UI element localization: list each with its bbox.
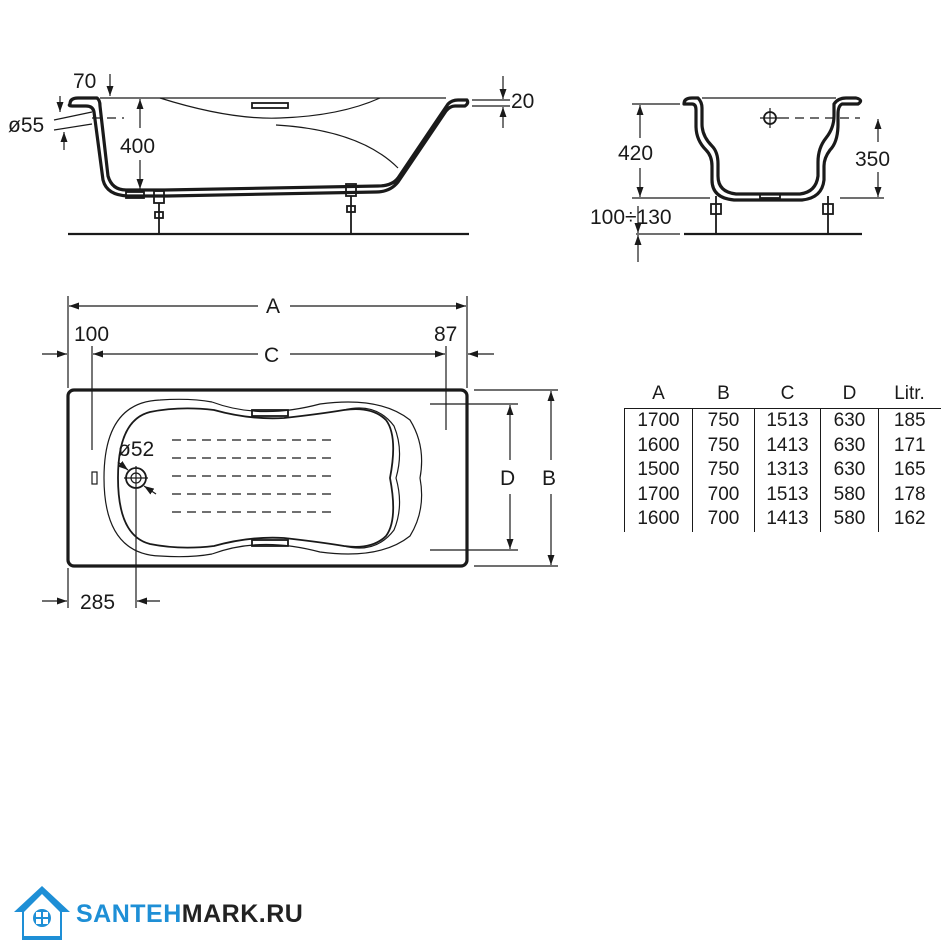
end-leg-height-label: 100÷130: [590, 206, 672, 229]
table-cell: 1600: [624, 507, 693, 532]
end-total-height-label: 420: [618, 142, 653, 165]
side-tub-outline: [67, 96, 470, 198]
plan-handle-top: [251, 409, 289, 417]
side-leg-left: [125, 190, 165, 233]
table-cell: 630: [820, 408, 879, 434]
side-overflow-diameter-label: ø55: [8, 114, 44, 137]
side-handle: [251, 102, 289, 109]
plan-head-margin-label: 100: [74, 323, 109, 346]
plan-handle-bottom: [251, 539, 289, 547]
table-header: A: [652, 383, 665, 404]
table-row: 1700 750 1513 630 185: [624, 408, 941, 434]
table-cell: 1513: [754, 408, 821, 434]
table-cell: 171: [878, 433, 941, 458]
brand-icon-spacer: [14, 886, 70, 942]
table-cell: 700: [692, 507, 755, 532]
table-cell: 580: [820, 482, 879, 507]
end-tub-outline: [682, 96, 863, 202]
plan-width-label: B: [542, 467, 556, 490]
dimension-spec-table: A B C D Litr. 1700 750 1513 630 185 1600…: [624, 380, 941, 532]
end-leg-right: [822, 196, 834, 233]
table-row: 1500 750 1313 630 165: [624, 458, 941, 483]
plan-inner-length-label: C: [264, 344, 279, 367]
side-armrest-curve: [159, 97, 381, 119]
table-header: D: [842, 383, 857, 404]
table-cell: 580: [820, 507, 879, 532]
table-cell: 1600: [624, 433, 693, 458]
table-cell: 700: [692, 482, 755, 507]
plan-length-label: A: [266, 295, 280, 318]
table-row: 1600 700 1413 580 162: [624, 507, 941, 532]
table-cell: 162: [878, 507, 941, 532]
table-row: 1700 700 1513 580 178: [624, 482, 941, 507]
plan-backrest-curve: [343, 407, 401, 549]
side-rim-thickness-label: 20: [511, 90, 534, 113]
table-header: Litr.: [894, 383, 925, 404]
plan-overflow: [91, 471, 98, 485]
end-view: 420 350 100÷130: [590, 96, 890, 262]
table-header-row: A B C D Litr.: [625, 380, 941, 409]
brand-name: SANTEHMARK.RU: [76, 900, 303, 929]
plan-rim-curve-top: [103, 398, 213, 479]
table-cell: 750: [692, 408, 755, 434]
brand-logo[interactable]: SANTEHMARK.RU: [14, 884, 303, 944]
plan-inner-width-label: D: [500, 467, 515, 490]
table-cell: 1313: [754, 458, 821, 483]
brand-name-part1: SANTEH: [76, 899, 182, 928]
side-rim-width-label: 70: [73, 70, 96, 93]
side-leg-right: [345, 183, 357, 233]
side-depth-label: 400: [120, 135, 155, 158]
plan-rim-curve-bottom: [103, 477, 213, 558]
plan-antislip-pattern: [172, 439, 336, 513]
table-cell: 178: [878, 482, 941, 507]
end-leg-left: [710, 196, 722, 233]
plan-drain-diameter-label: ø52: [118, 438, 154, 461]
table-cell: 630: [820, 458, 879, 483]
table-cell: 185: [878, 408, 941, 434]
table-cell: 1513: [754, 482, 821, 507]
plan-drain-offset-label: 285: [80, 591, 115, 614]
plan-foot-margin-label: 87: [434, 323, 457, 346]
plan-armrest-curves: [211, 401, 423, 555]
end-overflow-symbol: [760, 108, 860, 128]
table-cell: 1413: [754, 433, 821, 458]
plan-drain: [117, 461, 157, 495]
table-cell: 1500: [624, 458, 693, 483]
plan-basin-outline: [117, 407, 395, 549]
side-view: 70 20 ø55 400: [8, 70, 534, 236]
table-header: B: [717, 383, 730, 404]
table-cell: 750: [692, 458, 755, 483]
plan-view: ø52 A C 100 87 D B: [42, 295, 558, 614]
end-overflow-height-label: 350: [855, 148, 890, 171]
table-row: 1600 750 1413 630 171: [624, 433, 941, 458]
table-cell: 750: [692, 433, 755, 458]
table-cell: 1700: [624, 482, 693, 507]
brand-name-part2: MARK.RU: [181, 899, 304, 928]
table-header: C: [780, 383, 795, 404]
end-drain: [759, 193, 781, 199]
plan-tub-outline: [66, 388, 469, 568]
table-cell: 1700: [624, 408, 693, 434]
table-cell: 165: [878, 458, 941, 483]
house-drop-logo-icon: [14, 886, 70, 940]
table-cell: 630: [820, 433, 879, 458]
table-cell: 1413: [754, 507, 821, 532]
side-backrest-curve: [275, 124, 399, 169]
